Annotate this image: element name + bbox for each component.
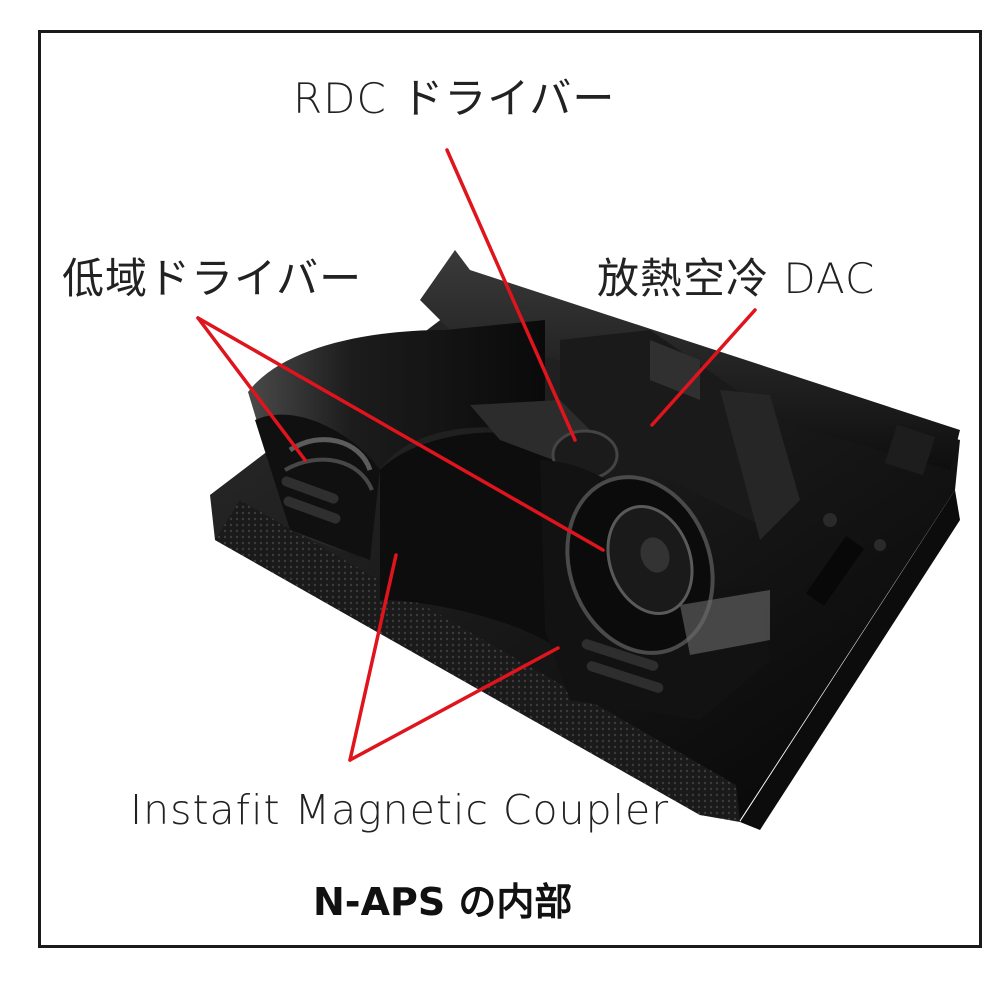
callout-coupler-left [348,553,398,762]
right-low-driver [540,460,770,720]
callout-low-driver-right [196,316,605,552]
callout-coupler-right [348,646,560,762]
center-coupler-body [380,400,619,650]
side-connector [805,536,865,606]
figure-caption: N-APS の内部 [313,880,573,924]
label-rdc-driver: RDC ドライバー [293,74,616,123]
label-low-driver: 低域ドライバー [62,254,363,303]
label-dac: 放熱空冷 DAC [597,254,876,303]
front-grille [215,500,740,822]
callout-dac [650,308,757,427]
left-low-driver [248,320,545,560]
label-coupler: Instafit Magnetic Coupler [130,786,670,834]
callout-lines [196,148,757,762]
callout-rdc-driver [445,148,577,442]
callout-low-driver-left [196,316,307,462]
